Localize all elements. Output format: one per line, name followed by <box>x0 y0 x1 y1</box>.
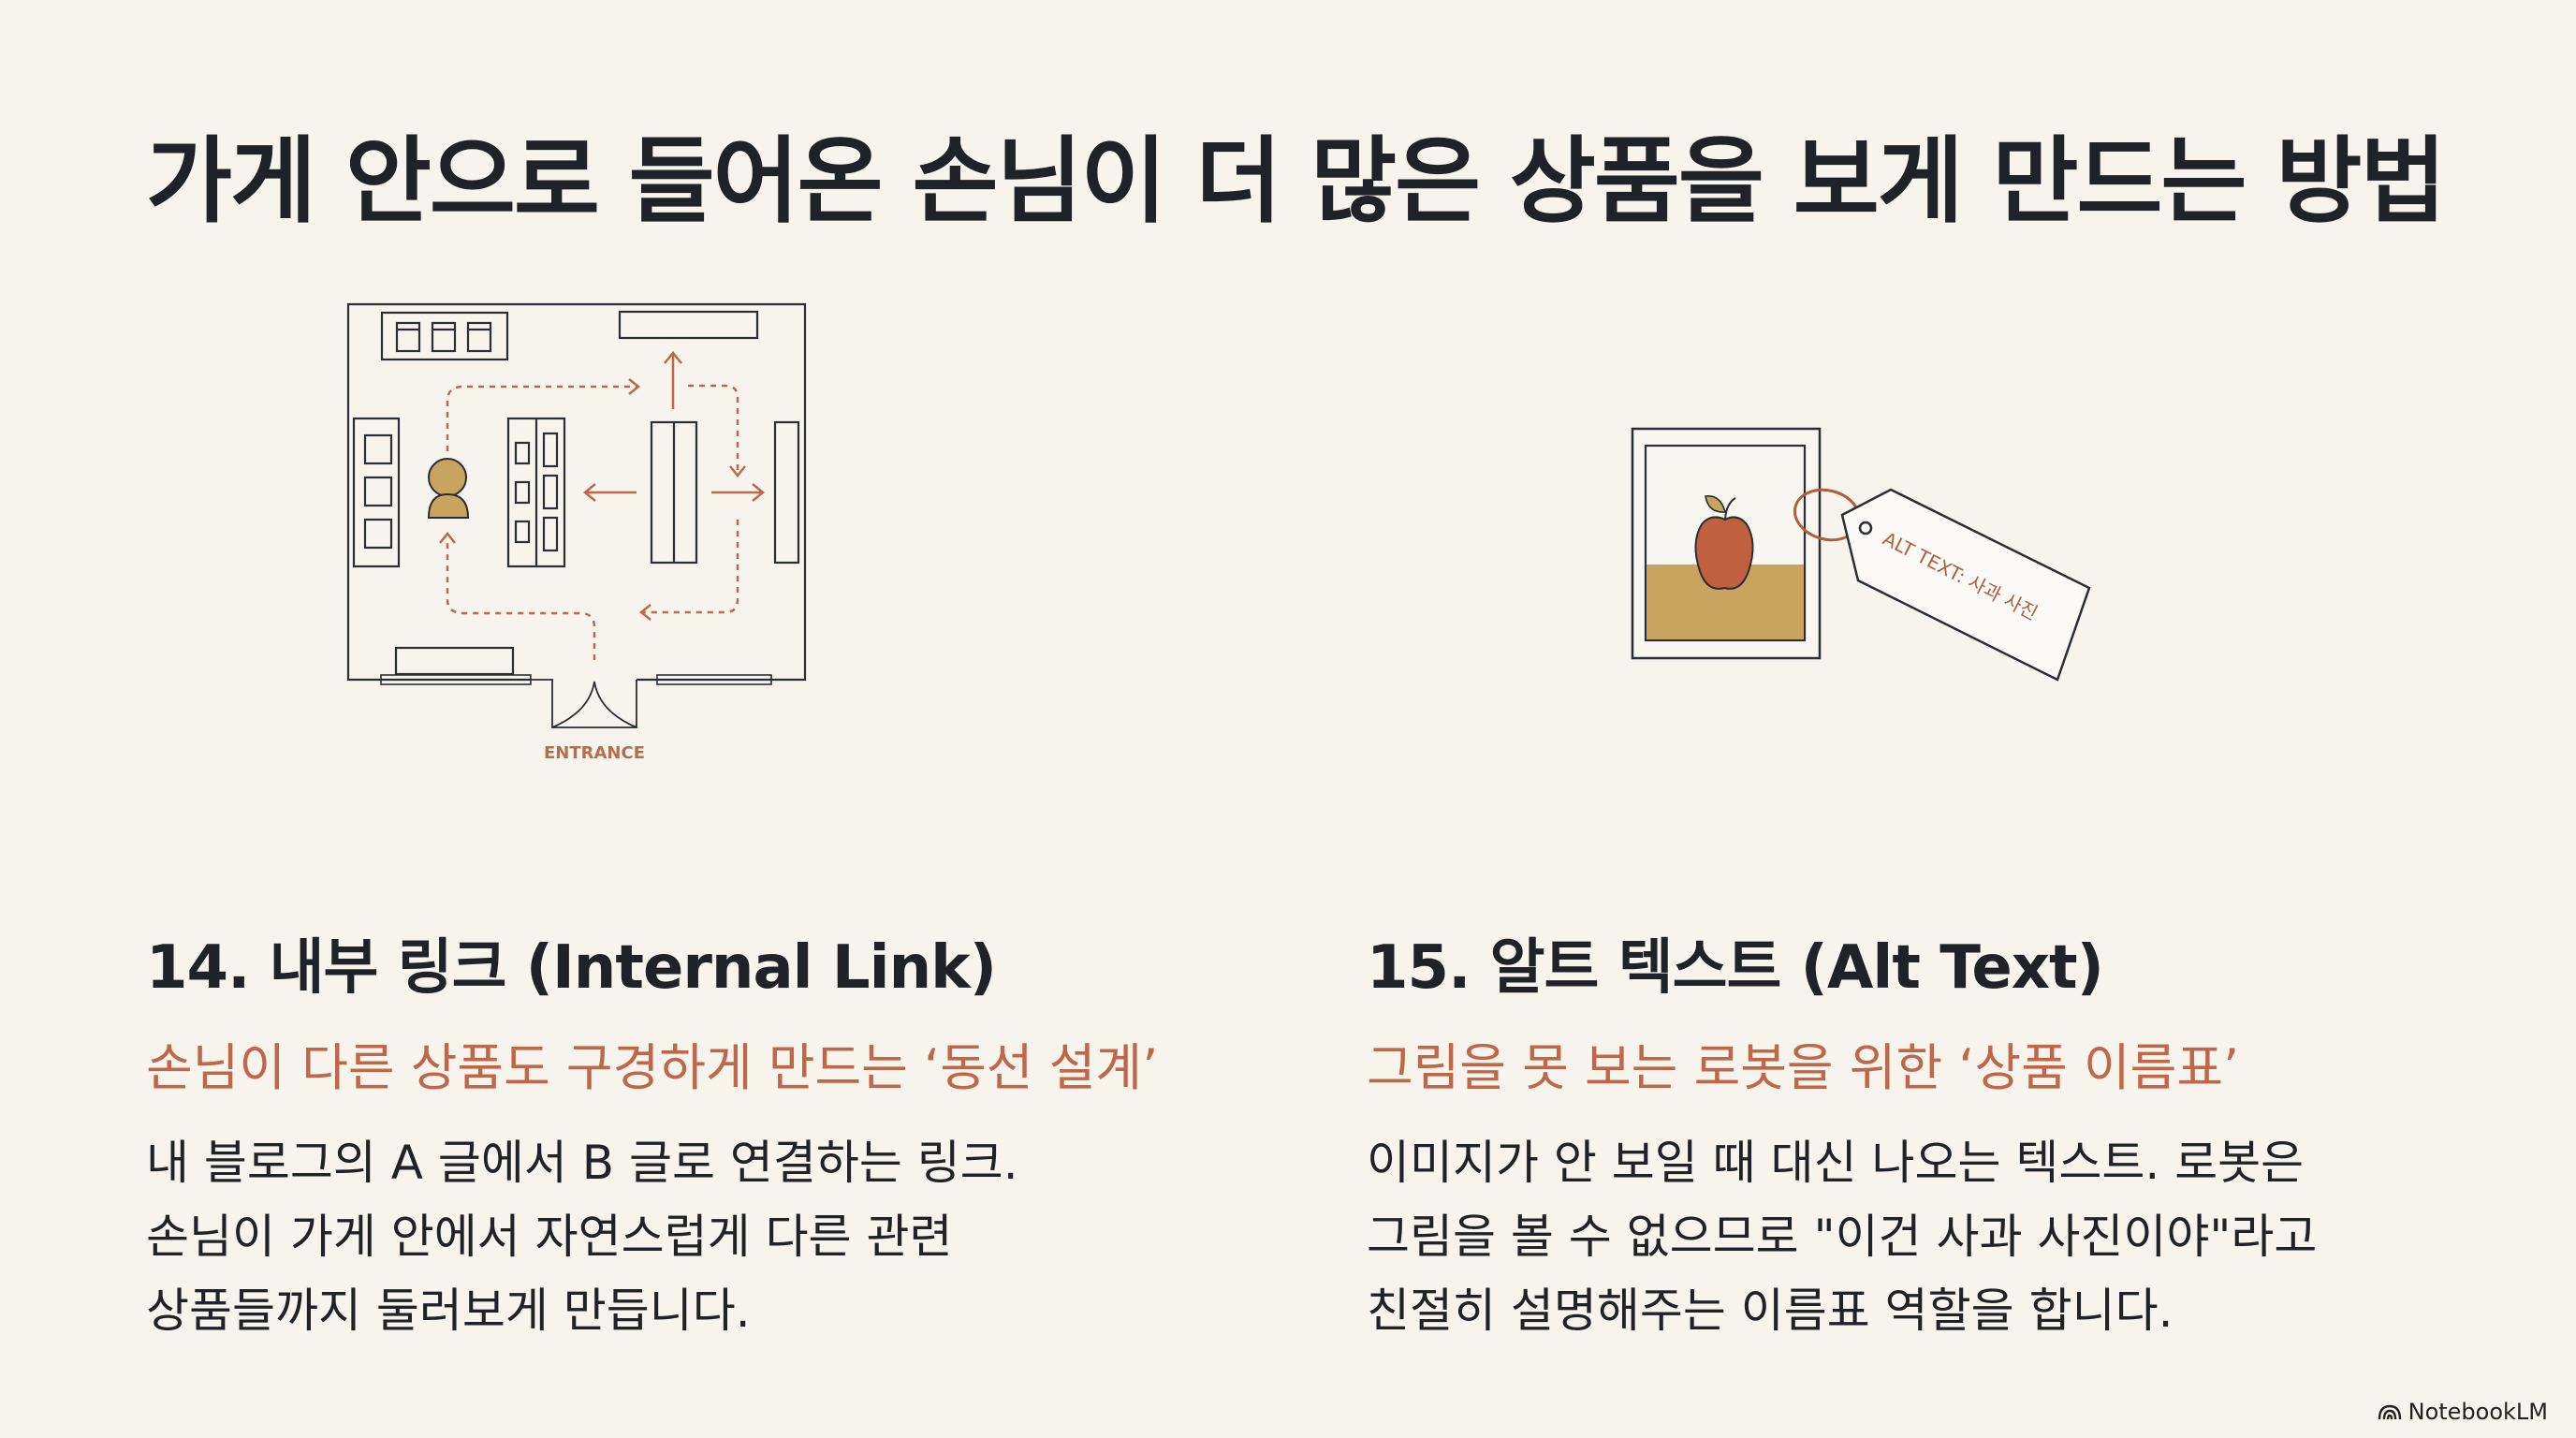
entrance-door <box>531 679 637 728</box>
entrance-label: ENTRANCE <box>544 743 645 763</box>
notebooklm-logo-icon <box>2378 1404 2401 1420</box>
body-line: 이미지가 안 보일 때 대신 나오는 텍스트. 로봇은 <box>1367 1136 2305 1190</box>
section-alt-text: 15. 알트 텍스트 (Alt Text) 그림을 못 보는 로봇을 위한 ‘상… <box>1367 919 2490 1348</box>
shelf-top-right <box>618 310 759 340</box>
window-right <box>656 674 772 685</box>
section-body: 이미지가 안 보일 때 대신 나오는 텍스트. 로봇은 그림을 볼 수 없으므로… <box>1367 1126 2490 1348</box>
shelf-top-left <box>380 311 509 361</box>
path-arrow-right-down <box>688 384 739 474</box>
section-body: 내 블로그의 A 글에서 B 글로 연결하는 링크. 손님이 가게 안에서 자연… <box>146 1126 1269 1348</box>
section-subtitle: 손님이 다른 상품도 구경하게 만드는 ‘동선 설계’ <box>146 1038 1159 1097</box>
arrow-up <box>664 351 682 409</box>
arrow-right <box>711 483 765 502</box>
section-internal-link: 14. 내부 링크 (Internal Link) 손님이 다른 상품도 구경하… <box>146 919 1269 1348</box>
alt-text-tag: ALT TEXT: 사과 사진 <box>1840 488 2091 682</box>
counter <box>394 646 515 676</box>
body-line: 상품들까지 둘러보게 만듭니다. <box>146 1284 751 1338</box>
shelf-left <box>352 417 401 568</box>
path-arrow-bottom <box>643 520 739 614</box>
body-line: 친절히 설명해주는 이름표 역할을 합니다. <box>1367 1284 2174 1338</box>
store-floor-plan-illustration: ENTRANCE <box>346 302 807 763</box>
page-title: 가게 안으로 들어온 손님이 더 많은 상품을 보게 만드는 방법 <box>146 126 2446 236</box>
section-heading: 14. 내부 링크 (Internal Link) <box>146 933 997 1003</box>
section-heading: 15. 알트 텍스트 (Alt Text) <box>1367 933 2104 1003</box>
shelf-right <box>773 420 800 565</box>
apple-photo-alt-tag-illustration: ALT TEXT: 사과 사진 <box>1631 427 2091 682</box>
apple-icon <box>1694 495 1754 590</box>
arrow-left <box>583 483 637 502</box>
body-line: 손님이 가게 안에서 자연스럽게 다른 관련 <box>146 1210 953 1264</box>
body-line: 그림을 볼 수 없으므로 "이건 사과 사진이야"라고 <box>1367 1210 2318 1264</box>
store-wall <box>346 302 807 682</box>
person-icon <box>427 458 470 519</box>
body-line: 내 블로그의 A 글에서 B 글로 연결하는 링크. <box>146 1136 1018 1190</box>
brand-label: NotebookLM <box>2408 1399 2548 1425</box>
path-arrow-entrance <box>446 538 596 660</box>
notebooklm-watermark: NotebookLM <box>2377 1399 2548 1425</box>
section-subtitle: 그림을 못 보는 로봇을 위한 ‘상품 이름표’ <box>1367 1038 2240 1097</box>
